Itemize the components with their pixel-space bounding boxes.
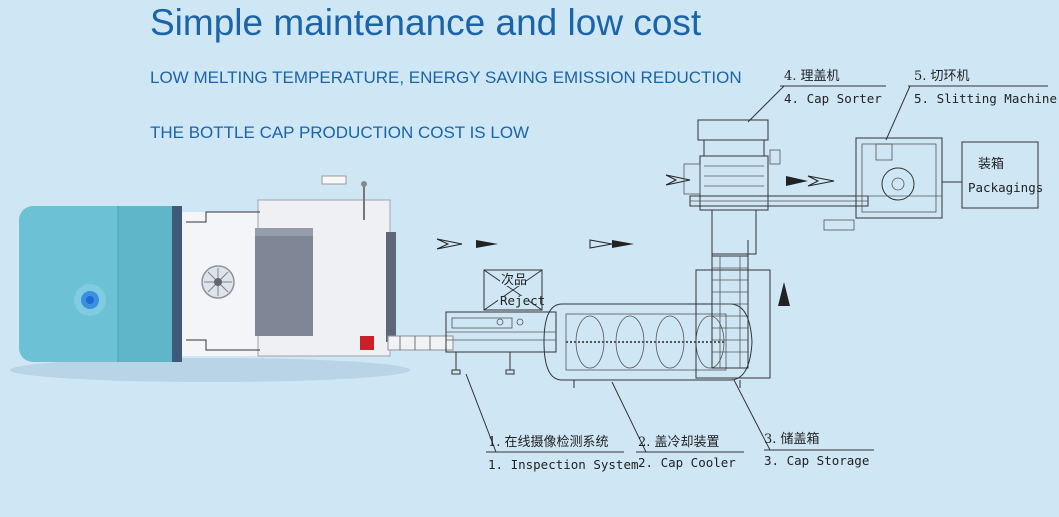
page-title: Simple maintenance and low cost xyxy=(150,2,702,43)
bottom-labels: 1. 在线摄像检测系统 1. Inspection System 2. 盖冷却装… xyxy=(465,373,874,472)
cooler-label-en: 2. Cap Cooler xyxy=(638,455,736,470)
cooler-label-cn: 2. 盖冷却装置 xyxy=(638,435,720,450)
subtitle-energy: LOW MELTING TEMPERATURE, ENERGY SAVING E… xyxy=(150,68,742,87)
packaging-label-en: Packagings xyxy=(968,180,1043,195)
subtitle-cost: THE BOTTLE CAP PRODUCTION COST IS LOW xyxy=(150,123,530,142)
reject-label-cn: 次品 xyxy=(501,272,527,288)
cap-storage xyxy=(695,240,771,379)
slitting-label-cn: 5. 切环机 xyxy=(914,69,970,84)
inspection-label-en: 1. Inspection System xyxy=(488,457,639,472)
reject-label-en: Reject xyxy=(500,293,545,308)
molding-machine xyxy=(10,175,454,382)
inspection-system: 次品 Reject xyxy=(445,269,557,375)
inspection-label-cn: 1. 在线摄像检测系统 xyxy=(488,435,609,450)
cap-sorter-label-en: 4. Cap Sorter xyxy=(784,91,882,106)
packaging-box: 装箱 Packagings xyxy=(961,141,1043,209)
slitting-label-en: 5. Slitting Machine xyxy=(914,91,1057,106)
storage-label-cn: 3. 储盖箱 xyxy=(764,431,820,447)
cap-cooler xyxy=(543,303,753,388)
cap-sorter-label-cn: 4. 理盖机 xyxy=(784,69,840,84)
storage-label-en: 3. Cap Storage xyxy=(764,453,869,468)
packaging-label-cn: 装箱 xyxy=(978,156,1004,172)
cap-sorter xyxy=(683,119,869,255)
slitting-machine xyxy=(855,137,962,219)
top-labels: 4. 理盖机 4. Cap Sorter 5. 切环机 5. Slitting … xyxy=(747,69,1057,141)
flow-arrows xyxy=(436,174,835,306)
